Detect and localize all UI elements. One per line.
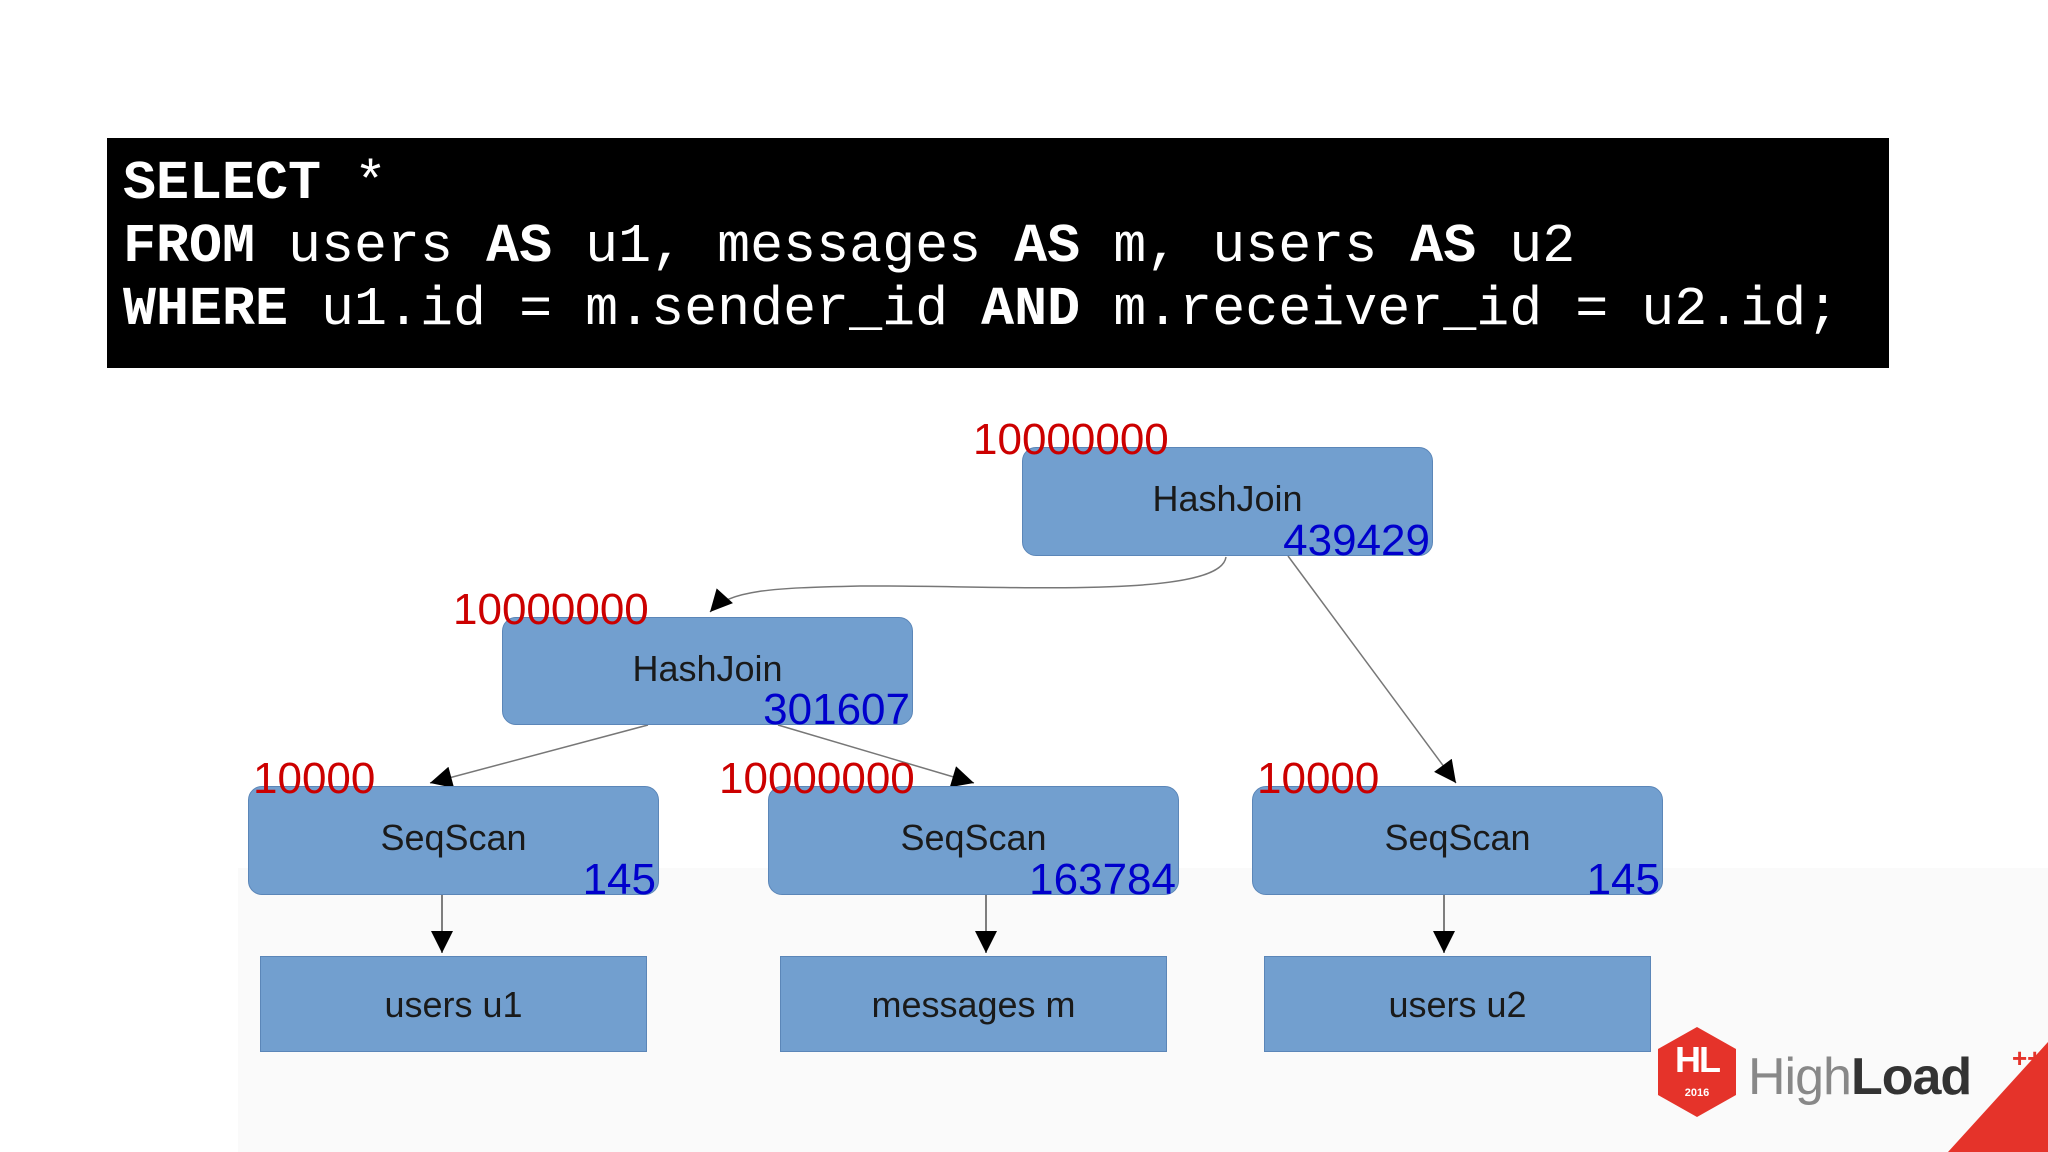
actual-rows: 145 bbox=[582, 855, 656, 904]
sql-keyword: AS bbox=[1410, 215, 1477, 278]
sql-line-3: WHERE u1.id = m.sender_id AND m.receiver… bbox=[123, 278, 1873, 341]
sql-text: m, users bbox=[1080, 215, 1411, 278]
logo-word-light: High bbox=[1748, 1048, 1852, 1106]
sql-text: u1.id = m.sender_id bbox=[288, 278, 982, 341]
hexagon-icon bbox=[1658, 1027, 1736, 1117]
estimated-rows: 10000000 bbox=[719, 754, 915, 803]
sql-text: users bbox=[255, 215, 487, 278]
logo-year: 2016 bbox=[1684, 1087, 1710, 1099]
estimated-rows: 10000 bbox=[1257, 754, 1380, 803]
node-seqscan-m: SeqScan 163784 bbox=[768, 786, 1179, 902]
sql-query-block: SELECT * FROM users AS u1, messages AS m… bbox=[107, 138, 1889, 368]
node-label: SeqScan bbox=[900, 817, 1047, 858]
logo-word-bold: Load bbox=[1850, 1048, 1972, 1106]
edge-root-to-inner-join bbox=[709, 556, 1227, 613]
node-label: SeqScan bbox=[380, 817, 527, 858]
estimated-rows: 10000000 bbox=[973, 415, 1169, 464]
edge-inner-join-to-scan-u1 bbox=[429, 724, 649, 788]
node-hashjoin-root: HashJoin 439429 bbox=[1022, 447, 1433, 563]
corner-accent bbox=[1948, 1042, 2048, 1152]
table-users-u2: users u2 bbox=[1264, 956, 1651, 1052]
estimated-rows: 10000000 bbox=[453, 585, 649, 634]
table-messages-m: messages m bbox=[780, 956, 1167, 1052]
sql-keyword: AND bbox=[981, 278, 1081, 341]
edge-root-to-scan-u2 bbox=[1287, 555, 1457, 784]
sql-text: u1, messages bbox=[552, 215, 1015, 278]
actual-rows: 301607 bbox=[763, 685, 910, 734]
sql-keyword: FROM bbox=[123, 215, 256, 278]
node-seqscan-u2: SeqScan 145 bbox=[1252, 786, 1663, 902]
sql-line-2: FROM users AS u1, messages AS m, users A… bbox=[123, 215, 1873, 278]
sql-keyword: AS bbox=[486, 215, 553, 278]
highload-logo: HL 2016 HighLoad ++ bbox=[1656, 1025, 2048, 1152]
estimated-rows: 10000 bbox=[253, 754, 376, 803]
logo-badge-text: HL bbox=[1675, 1039, 1721, 1080]
sql-text: m.receiver_id = u2.id; bbox=[1080, 278, 1840, 341]
sql-text: u2 bbox=[1476, 215, 1576, 278]
actual-rows: 439429 bbox=[1283, 516, 1430, 565]
node-label: SeqScan bbox=[1384, 817, 1531, 858]
node-hashjoin-inner: HashJoin 301607 bbox=[502, 617, 913, 732]
logo-wordmark: HighLoad bbox=[1748, 1047, 1972, 1107]
sql-text: * bbox=[321, 152, 388, 215]
node-seqscan-u1: SeqScan 145 bbox=[248, 786, 659, 902]
sql-keyword: AS bbox=[1014, 215, 1081, 278]
sql-line-1: SELECT * bbox=[123, 152, 1873, 215]
edge-inner-join-to-scan-m bbox=[777, 724, 975, 788]
sql-keyword: WHERE bbox=[123, 278, 289, 341]
node-label: HashJoin bbox=[632, 648, 783, 689]
node-label: HashJoin bbox=[1152, 478, 1303, 519]
sql-keyword: SELECT bbox=[123, 152, 322, 215]
actual-rows: 145 bbox=[1586, 855, 1660, 904]
table-users-u1: users u1 bbox=[260, 956, 647, 1052]
actual-rows: 163784 bbox=[1029, 855, 1176, 904]
